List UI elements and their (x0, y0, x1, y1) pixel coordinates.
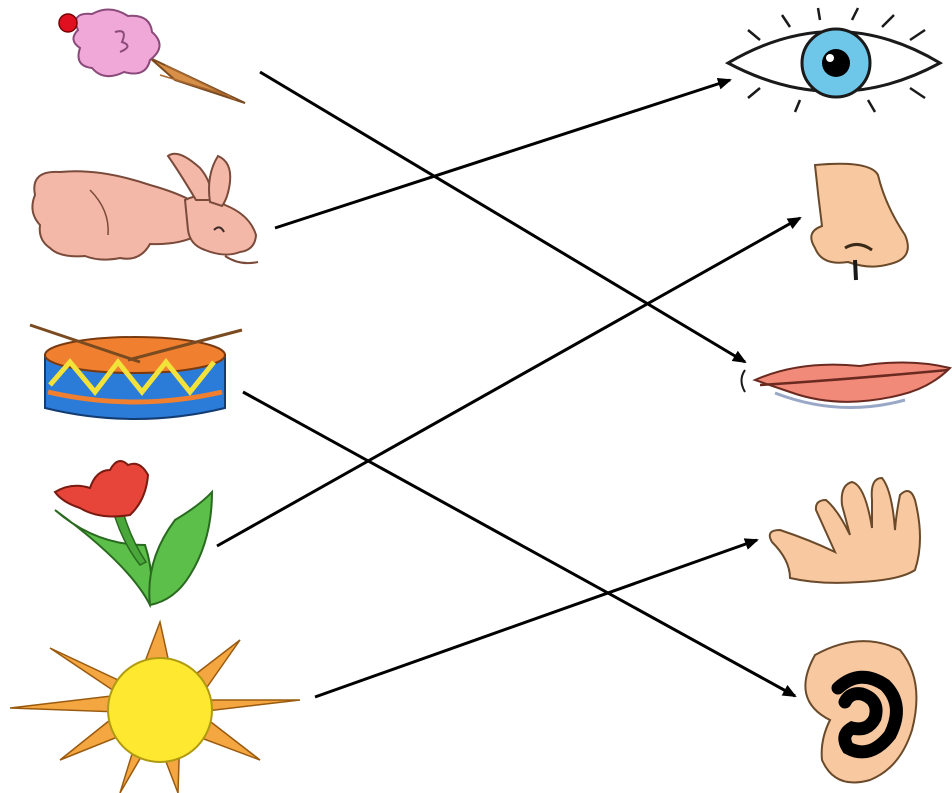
rabbit-icon[interactable] (32, 154, 258, 263)
arrow-rabbit-to-eye (275, 80, 730, 228)
arrow-sun-to-hand (315, 540, 757, 697)
ice-cream-icon[interactable] (59, 9, 245, 103)
arrow-drum-to-ear (243, 392, 795, 696)
ear-icon[interactable] (805, 641, 916, 782)
match-arrows (217, 72, 800, 697)
eye-icon[interactable] (728, 8, 940, 112)
nose-icon[interactable] (811, 164, 908, 280)
drum-icon[interactable] (30, 325, 242, 419)
mouth-icon[interactable] (742, 362, 951, 407)
hand-icon[interactable] (770, 478, 920, 583)
arrow-ice-cream-to-mouth (260, 72, 745, 362)
sun-icon[interactable] (10, 622, 300, 793)
tulip-icon[interactable] (55, 461, 212, 605)
arrow-tulip-to-nose (217, 218, 800, 546)
